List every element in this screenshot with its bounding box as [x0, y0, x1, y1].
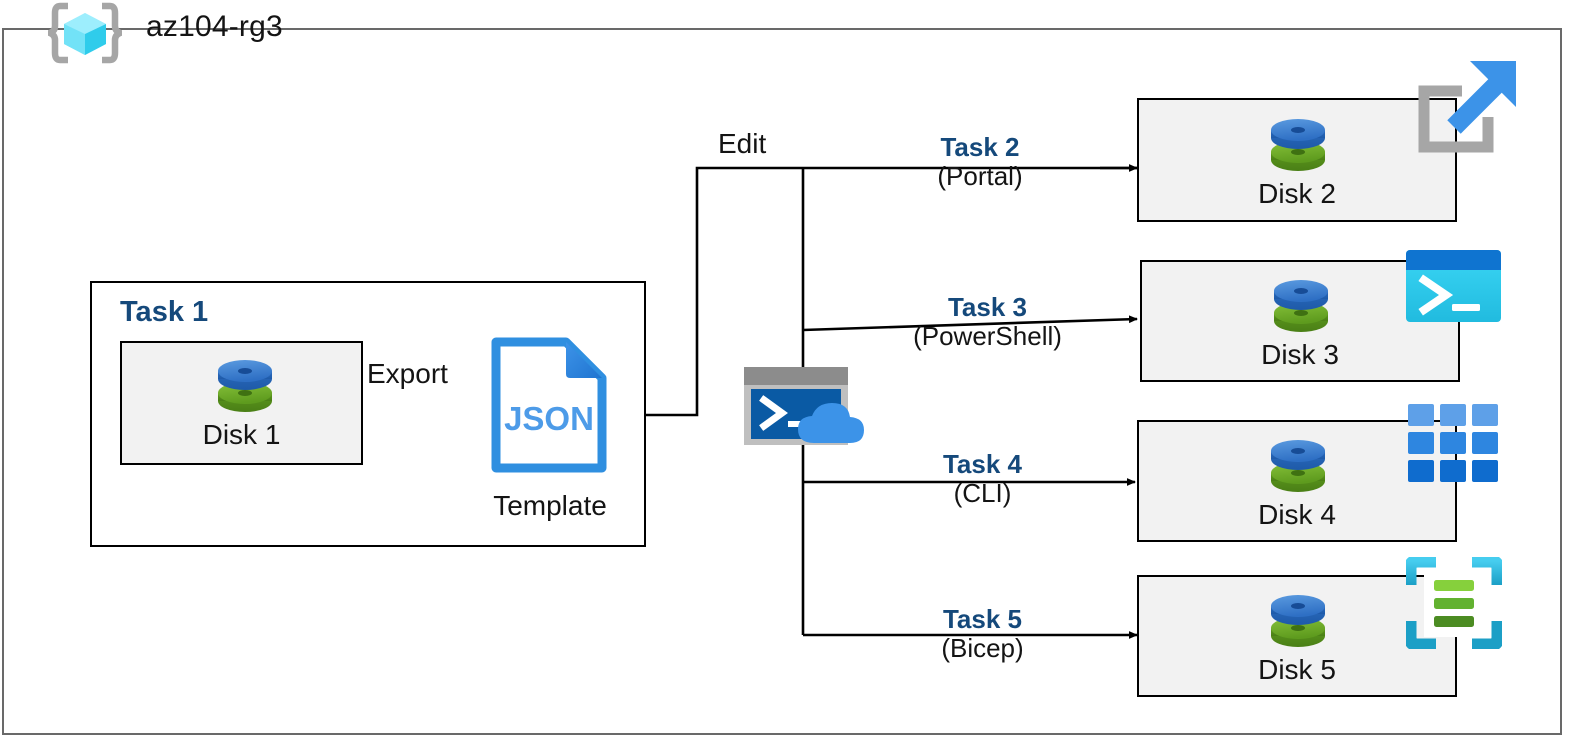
- disk1-box: Disk 1: [120, 341, 363, 465]
- task3-edge-label: Task 3 (PowerShell): [845, 292, 1130, 352]
- template-caption: Template: [493, 490, 607, 521]
- disk5-caption: Disk 5: [1258, 654, 1336, 685]
- task3-title: Task 3: [947, 292, 1027, 322]
- task5-title: Task 5: [942, 604, 1022, 634]
- azure-portal-icon: [1418, 61, 1516, 153]
- managed-disk-icon: [1271, 595, 1325, 647]
- disk2-caption: Disk 2: [1258, 178, 1336, 209]
- azure-cloud-shell-icon: [744, 367, 864, 445]
- disk3-caption: Disk 3: [1261, 339, 1339, 370]
- azure-resource-group-icon: [48, 2, 122, 64]
- azure-cli-icon: [1408, 404, 1498, 482]
- task2-method: (Portal): [937, 161, 1023, 192]
- task3-arrow: [802, 315, 1138, 332]
- task3-method: (PowerShell): [913, 321, 1062, 352]
- task4-title: Task 4: [942, 449, 1022, 479]
- bicep-icon: [1406, 557, 1502, 649]
- export-label: Export: [367, 358, 448, 389]
- task2-edge-label: Task 2 (Portal): [845, 132, 1115, 192]
- json-file-icon: JSON: [491, 337, 607, 473]
- managed-disk-icon: [218, 360, 272, 412]
- disk1-caption: Disk 1: [202, 419, 281, 450]
- task1-label: Task 1: [120, 296, 209, 328]
- resource-group-frame: [2, 28, 1562, 735]
- edit-label: Edit: [718, 128, 767, 159]
- disk3-box: Disk 3: [1140, 260, 1460, 382]
- edit-elbow-connector: [646, 166, 1137, 417]
- task4-edge-label: Task 4 (CLI): [845, 449, 1120, 509]
- svg-text:JSON: JSON: [504, 400, 594, 437]
- managed-disk-icon: [1271, 440, 1325, 492]
- task2-title: Task 2: [940, 132, 1020, 162]
- disk5-box: Disk 5: [1137, 575, 1457, 697]
- task5-method: (Bicep): [941, 633, 1024, 664]
- managed-disk-icon: [1274, 280, 1328, 332]
- powershell-icon: [1406, 250, 1501, 322]
- task5-edge-label: Task 5 (Bicep): [845, 604, 1120, 664]
- resource-group-name: az104-rg3: [146, 10, 283, 43]
- disk2-box: Disk 2: [1137, 98, 1457, 222]
- disk4-box: Disk 4: [1137, 420, 1457, 542]
- disk4-caption: Disk 4: [1258, 499, 1336, 530]
- task4-method: (CLI): [953, 478, 1012, 509]
- managed-disk-icon: [1271, 119, 1325, 171]
